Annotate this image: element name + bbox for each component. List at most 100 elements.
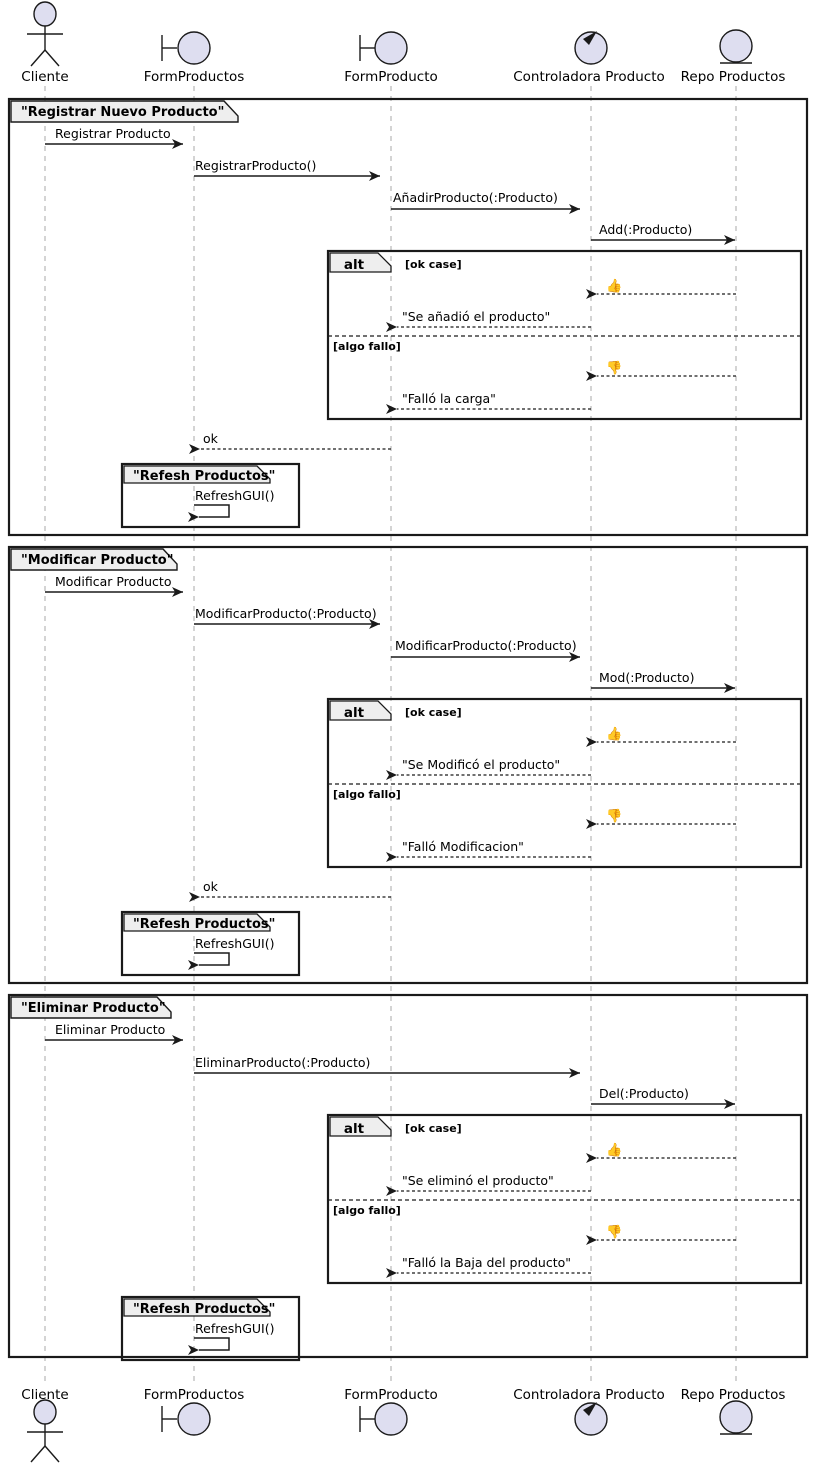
alt-fragment-modificar[interactable]: alt [ok case] [algo fallo] 👍 "Se Modific… xyxy=(326,697,803,869)
message-label: "Se eliminó el producto" xyxy=(402,1173,554,1188)
message-fallo-carga[interactable]: "Falló la carga" xyxy=(386,391,591,414)
message-label: RefreshGUI() xyxy=(195,488,274,503)
message-modificarproducto-fn-2[interactable]: ModificarProducto(:Producto) xyxy=(391,638,580,662)
message-label: "Falló la Baja del producto" xyxy=(402,1255,571,1270)
message-label: ok xyxy=(203,879,219,894)
fragment-registrar-nuevo-producto[interactable]: "Registrar Nuevo Producto" Registrar Pro… xyxy=(7,97,809,537)
message-se-modifico[interactable]: "Se Modificó el producto" xyxy=(386,757,591,780)
message-se-anadio[interactable]: "Se añadió el producto" xyxy=(386,309,591,332)
message-modificar-producto[interactable]: Modificar Producto xyxy=(45,574,183,597)
fragment-title-refesh: "Refesh Productos" xyxy=(133,1302,275,1317)
message-registrar-producto[interactable]: Registrar Producto xyxy=(45,126,183,149)
boundary-icon xyxy=(161,31,211,65)
message-label: RegistrarProducto() xyxy=(195,158,316,173)
message-modificarproducto-fn-1[interactable]: ModificarProducto(:Producto) xyxy=(194,606,380,629)
fragment-title-eliminar: "Eliminar Producto" xyxy=(21,1001,166,1016)
message-ok-modificar[interactable]: ok xyxy=(189,879,391,902)
participant-cliente-bottom[interactable]: Cliente xyxy=(21,1387,69,1463)
participant-controladora-top[interactable]: Controladora Producto xyxy=(513,31,665,85)
fragment-refesh-productos-registrar[interactable]: "Refesh Productos" RefreshGUI() xyxy=(120,462,301,529)
message-label: "Se Modificó el producto" xyxy=(402,757,560,772)
fragment-title-refesh: "Refesh Productos" xyxy=(133,469,275,484)
thumbs-down-icon: 👎 xyxy=(606,808,622,824)
participant-repo-top[interactable]: Repo Productos xyxy=(681,29,786,85)
guard-fail: [algo fallo] xyxy=(333,1204,401,1217)
participant-formproductos-bottom[interactable]: FormProductos xyxy=(144,1387,245,1436)
message-thumbsdown-return[interactable]: 👎 xyxy=(586,1224,736,1245)
message-eliminar-producto[interactable]: Eliminar Producto xyxy=(45,1022,183,1045)
self-message-refreshgui[interactable]: RefreshGUI() xyxy=(188,1321,274,1355)
message-fallo-baja[interactable]: "Falló la Baja del producto" xyxy=(386,1255,591,1278)
message-del[interactable]: Del(:Producto) xyxy=(591,1086,735,1109)
entity-icon xyxy=(719,29,753,64)
actor-icon xyxy=(27,1,63,67)
participant-cliente-top[interactable]: Cliente xyxy=(21,1,69,85)
message-label: RefreshGUI() xyxy=(195,1321,274,1336)
participant-label-repo: Repo Productos xyxy=(681,69,786,85)
participant-label-formproductos: FormProductos xyxy=(144,1387,245,1403)
fragment-eliminar-producto[interactable]: "Eliminar Producto" Eliminar Producto El… xyxy=(7,993,809,1362)
self-message-refreshgui[interactable]: RefreshGUI() xyxy=(188,936,274,970)
message-add[interactable]: Add(:Producto) xyxy=(591,222,735,245)
thumbs-up-icon: 👍 xyxy=(606,1142,622,1158)
message-thumbsup-return[interactable]: 👍 xyxy=(586,278,736,299)
guard-ok: [ok case] xyxy=(405,1122,462,1135)
participant-controladora-bottom[interactable]: Controladora Producto xyxy=(513,1387,665,1436)
message-label: "Se añadió el producto" xyxy=(402,309,550,324)
fragment-refesh-productos-eliminar[interactable]: "Refesh Productos" RefreshGUI() xyxy=(120,1295,301,1362)
message-thumbsdown-return[interactable]: 👎 xyxy=(586,808,736,829)
message-ok-registrar[interactable]: ok xyxy=(189,431,391,454)
participant-formproducto-bottom[interactable]: FormProducto xyxy=(344,1387,438,1436)
fragment-title-modificar: "Modificar Producto" xyxy=(21,553,174,568)
fragment-title-refesh: "Refesh Productos" xyxy=(133,917,275,932)
participant-label-formproductos: FormProductos xyxy=(144,69,245,85)
participant-formproductos-top[interactable]: FormProductos xyxy=(144,31,245,85)
message-label: "Falló Modificacion" xyxy=(402,839,524,854)
message-label: EliminarProducto(:Producto) xyxy=(195,1055,370,1070)
message-label: Add(:Producto) xyxy=(599,222,692,237)
message-registrarproducto-fn[interactable]: RegistrarProducto() xyxy=(194,158,380,181)
message-thumbsup-return[interactable]: 👍 xyxy=(586,726,736,747)
alt-label: alt xyxy=(344,257,365,273)
message-label: Eliminar Producto xyxy=(55,1022,165,1037)
message-eliminarproducto-fn[interactable]: EliminarProducto(:Producto) xyxy=(194,1055,580,1078)
thumbs-down-icon: 👎 xyxy=(606,360,622,376)
message-label: AñadirProducto(:Producto) xyxy=(393,190,558,205)
message-fallo-modificacion[interactable]: "Falló Modificacion" xyxy=(386,839,591,862)
boundary-icon xyxy=(359,31,408,65)
participant-label-controladora: Controladora Producto xyxy=(513,1387,665,1403)
thumbs-up-icon: 👍 xyxy=(606,726,622,742)
guard-ok: [ok case] xyxy=(405,706,462,719)
control-icon xyxy=(574,31,608,65)
participant-label-controladora: Controladora Producto xyxy=(513,69,665,85)
participant-label-cliente: Cliente xyxy=(21,1387,68,1403)
fragment-title-registrar: "Registrar Nuevo Producto" xyxy=(21,105,224,120)
fragment-refesh-productos-modificar[interactable]: "Refesh Productos" RefreshGUI() xyxy=(120,910,301,977)
actor-icon xyxy=(27,1399,63,1463)
alt-fragment-registrar[interactable]: alt [ok case] [algo fallo] 👍 "Se añadió … xyxy=(326,249,803,421)
message-mod[interactable]: Mod(:Producto) xyxy=(591,670,735,693)
message-thumbsdown-return[interactable]: 👎 xyxy=(586,360,736,381)
guard-fail: [algo fallo] xyxy=(333,340,401,353)
message-label: "Falló la carga" xyxy=(402,391,496,406)
boundary-icon xyxy=(359,1402,408,1436)
control-icon xyxy=(574,1402,608,1436)
message-label: Registrar Producto xyxy=(55,126,171,141)
self-message-refreshgui[interactable]: RefreshGUI() xyxy=(188,488,274,522)
lifelines xyxy=(44,86,737,1382)
alt-fragment-eliminar[interactable]: alt [ok case] [algo fallo] 👍 "Se eliminó… xyxy=(326,1113,803,1285)
message-se-elimino[interactable]: "Se eliminó el producto" xyxy=(386,1173,591,1196)
message-label: Del(:Producto) xyxy=(599,1086,689,1101)
fragment-modificar-producto[interactable]: "Modificar Producto" Modificar Producto … xyxy=(7,545,809,985)
participant-repo-bottom[interactable]: Repo Productos xyxy=(681,1387,786,1435)
message-label: Modificar Producto xyxy=(55,574,171,589)
message-label: Mod(:Producto) xyxy=(599,670,694,685)
message-thumbsup-return[interactable]: 👍 xyxy=(586,1142,736,1163)
thumbs-up-icon: 👍 xyxy=(606,278,622,294)
alt-label: alt xyxy=(344,705,365,721)
message-anadirproducto[interactable]: AñadirProducto(:Producto) xyxy=(391,190,580,214)
participant-label-formproducto: FormProducto xyxy=(344,69,438,85)
participant-formproducto-top[interactable]: FormProducto xyxy=(344,31,438,85)
